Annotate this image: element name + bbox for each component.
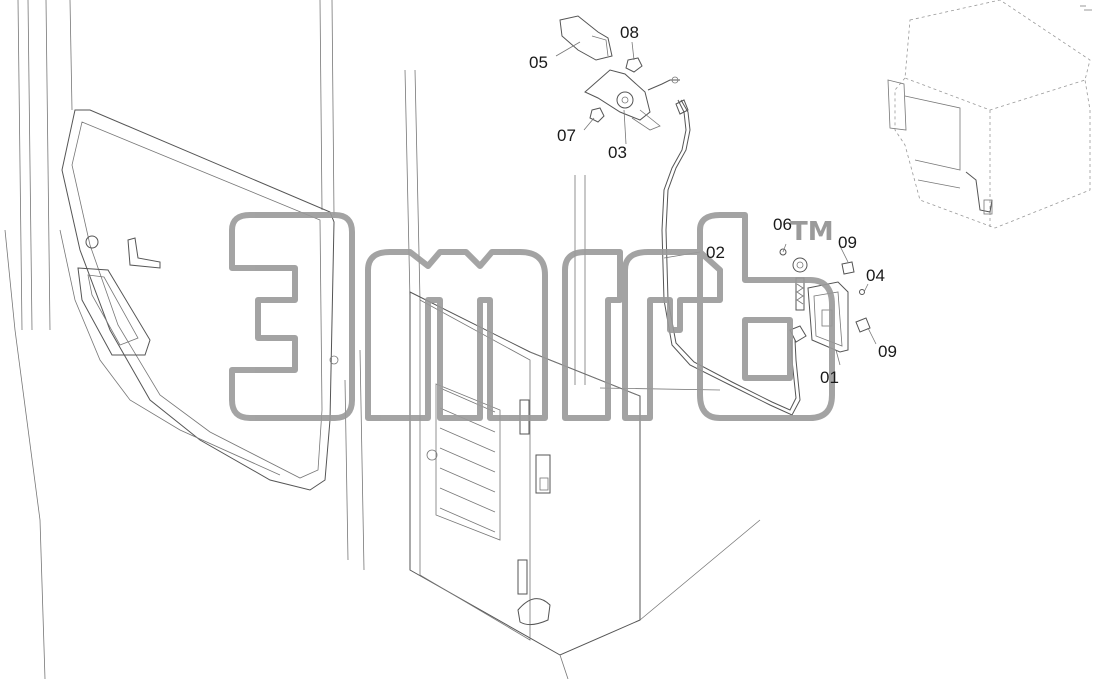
bracket-03 xyxy=(584,69,680,131)
bolt-07 xyxy=(589,107,605,123)
cable-02 xyxy=(661,99,801,416)
callout-05: 05 xyxy=(529,53,548,72)
callout-08: 08 xyxy=(620,23,639,42)
spring-pin-06 xyxy=(779,248,787,256)
corner-mark xyxy=(1080,5,1092,11)
nut-08 xyxy=(625,57,643,73)
lever-handle-05 xyxy=(559,15,613,61)
watermark-logo xyxy=(229,212,835,421)
cab-frame-left xyxy=(4,0,421,680)
screws-09 xyxy=(841,261,871,333)
leader-lines xyxy=(555,41,877,366)
callout-02: 02 xyxy=(706,243,725,262)
callout-labels: 05 08 07 03 02 06 09 04 09 01 xyxy=(529,23,897,387)
callout-06: 06 xyxy=(773,215,792,234)
callout-03: 03 xyxy=(608,143,627,162)
callout-07: 07 xyxy=(557,126,576,145)
cab-overview xyxy=(887,0,1091,229)
callout-09-upper: 09 xyxy=(838,233,857,252)
lock-assembly-01 xyxy=(789,257,849,353)
trademark-mark: TM xyxy=(790,217,834,247)
callout-09-lower: 09 xyxy=(878,342,897,361)
washer-04 xyxy=(859,289,865,295)
callout-01: 01 xyxy=(820,368,839,387)
callout-04: 04 xyxy=(866,266,885,285)
